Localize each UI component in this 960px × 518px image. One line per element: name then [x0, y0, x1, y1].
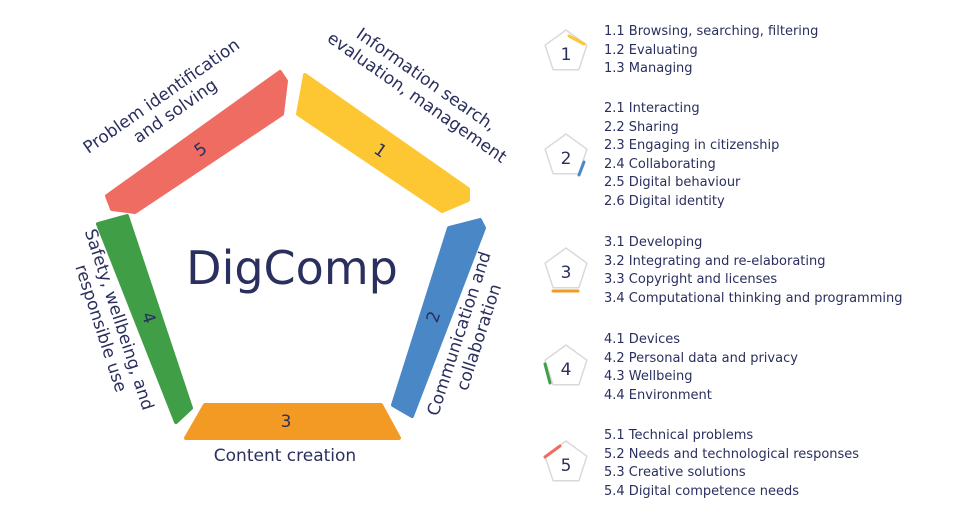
area-5-badge-number: 5 [561, 456, 572, 476]
competence-item: 2.5 Digital behaviour [604, 175, 741, 190]
competence-item: 4.2 Personal data and privacy [604, 350, 798, 366]
area-1-badge-number: 1 [561, 45, 572, 65]
area-1-competence-list: 1.1 Browsing, searching, filtering 1.2 E… [604, 23, 818, 79]
area-5-badge-accent [543, 444, 562, 459]
area-4-segment[interactable]: 4 Safety, wellbeing, and responsible use [61, 214, 193, 424]
area-3-badge-pentagon [544, 247, 588, 289]
competence-item: 4.4 Environment [604, 387, 712, 403]
area-4-badge: 4 [543, 344, 588, 386]
competence-item: 4.3 Wellbeing [604, 369, 693, 384]
area-1-segment[interactable]: 1 Information search, evaluation, manage… [296, 12, 522, 213]
competence-item: 2.2 Sharing [604, 119, 679, 135]
area-2-band [391, 218, 486, 418]
area-3-segment[interactable]: 3 Content creation [184, 403, 401, 466]
area-4-badge-pentagon [544, 344, 588, 386]
area-5-badge: 5 [543, 440, 588, 482]
area-3-title-line-1: Content creation [214, 446, 356, 466]
area-2-badge-pentagon [544, 133, 588, 175]
area-2-segment[interactable]: 2 Communication and collaboration [391, 218, 516, 425]
area-4-band [96, 214, 193, 424]
competence-item: 1.1 Browsing, searching, filtering [604, 24, 819, 39]
area-3-badge: 3 [544, 247, 588, 293]
area-5-competence-list: 5.1 Technical problems 5.2 Needs and tec… [604, 427, 859, 501]
area-2-badge-accent [577, 160, 586, 177]
area-4-badge-accent [543, 362, 552, 385]
competence-item: 2.4 Collaborating [604, 156, 716, 172]
area-1-badge: 1 [544, 29, 588, 71]
area-3-number: 3 [281, 412, 292, 432]
competence-item: 3.4 Computational thinking and programmi… [604, 290, 903, 306]
center-title: DigComp [186, 241, 398, 295]
competence-item: 2.3 Engaging in citizenship [604, 138, 780, 153]
area-1-band [296, 73, 470, 213]
area-3-title: Content creation [214, 446, 356, 466]
area-5-segment[interactable]: 5 Problem identification and solving [80, 32, 288, 214]
competence-item: 5.1 Technical problems [604, 428, 754, 443]
area-1-badge-accent [567, 34, 586, 46]
area-2-badge-number: 2 [561, 149, 572, 169]
area-4-competence-list: 4.1 Devices 4.2 Personal data and privac… [604, 331, 798, 405]
competence-item: 3.1 Developing [604, 235, 703, 250]
competence-item: 3.3 Copyright and licenses [604, 272, 778, 287]
competence-item: 1.2 Evaluating [604, 42, 698, 58]
area-2-badge: 2 [544, 133, 588, 177]
area-3-competence-list: 3.1 Developing 3.2 Integrating and re-el… [604, 234, 902, 308]
competence-item: 2.1 Interacting [604, 101, 700, 116]
area-4-badge-number: 4 [561, 360, 572, 380]
competence-item: 5.2 Needs and technological responses [604, 446, 860, 462]
area-5-band [105, 70, 288, 214]
competence-item: 4.1 Devices [604, 332, 681, 347]
competence-item: 1.3 Managing [604, 61, 693, 76]
competence-item: 5.3 Creative solutions [604, 465, 746, 480]
competence-item: 5.4 Digital competence needs [604, 483, 799, 499]
area-3-badge-number: 3 [561, 263, 572, 283]
area-3-band [184, 403, 401, 440]
competence-item: 3.2 Integrating and re-elaborating [604, 253, 826, 269]
area-2-competence-list: 2.1 Interacting 2.2 Sharing 2.3 Engaging… [604, 100, 779, 211]
competence-item: 2.6 Digital identity [604, 193, 725, 209]
